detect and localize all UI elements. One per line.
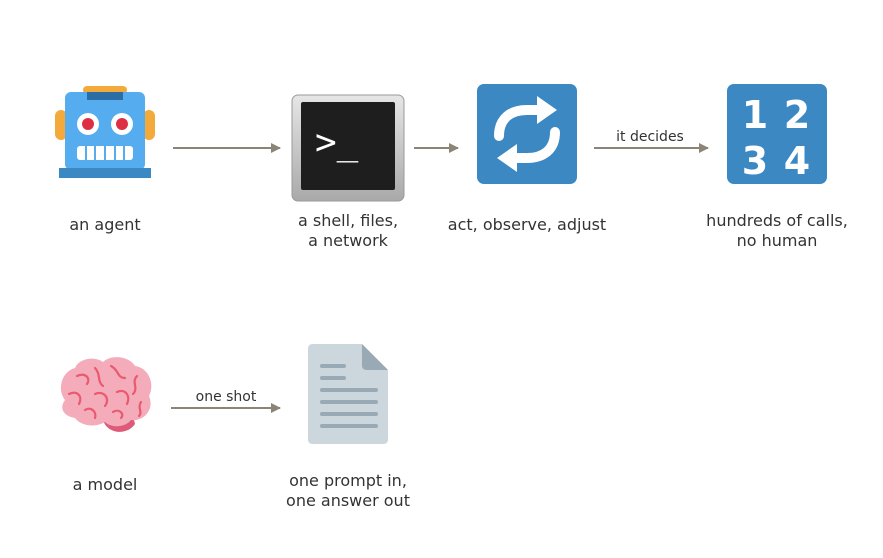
numbers-digit-1: 1: [742, 93, 768, 137]
terminal-prompt-glyph: >_: [315, 122, 359, 163]
caption-document-line-1: one prompt in,: [289, 471, 407, 490]
caption-calls-line-1: hundreds of calls,: [706, 211, 848, 230]
caption-document-line-2: one answer out: [286, 491, 410, 510]
numbers-digit-4: 4: [784, 139, 810, 183]
caption-loop-line-1: act, observe, adjust: [447, 215, 607, 234]
numbers-digit-3: 3: [742, 139, 768, 183]
edge-label-it-decides: it decides: [616, 129, 684, 145]
edge-label-one-shot: one shot: [195, 389, 257, 405]
caption-agent: an agent: [45, 215, 165, 235]
caption-shell: a shell, files, a network: [278, 211, 418, 251]
caption-calls-line-2: no human: [736, 231, 818, 250]
caption-agent-line-1: an agent: [69, 215, 141, 234]
caption-document: one prompt in, one answer out: [268, 471, 428, 511]
repeat-icon: [477, 84, 577, 184]
numbers-1234-icon: 1 2 3 4: [727, 84, 827, 184]
terminal-icon: >_: [291, 94, 405, 202]
numbers-digit-2: 2: [784, 93, 810, 137]
caption-model-line-1: a model: [72, 475, 138, 494]
brain-icon: [60, 357, 152, 432]
caption-calls: hundreds of calls, no human: [692, 211, 862, 251]
document-icon: [308, 344, 388, 444]
caption-shell-line-2: a network: [308, 231, 388, 250]
robot-icon: [55, 86, 155, 178]
caption-shell-line-1: a shell, files,: [297, 211, 399, 230]
caption-model: a model: [45, 475, 165, 495]
caption-loop: act, observe, adjust: [437, 215, 617, 235]
